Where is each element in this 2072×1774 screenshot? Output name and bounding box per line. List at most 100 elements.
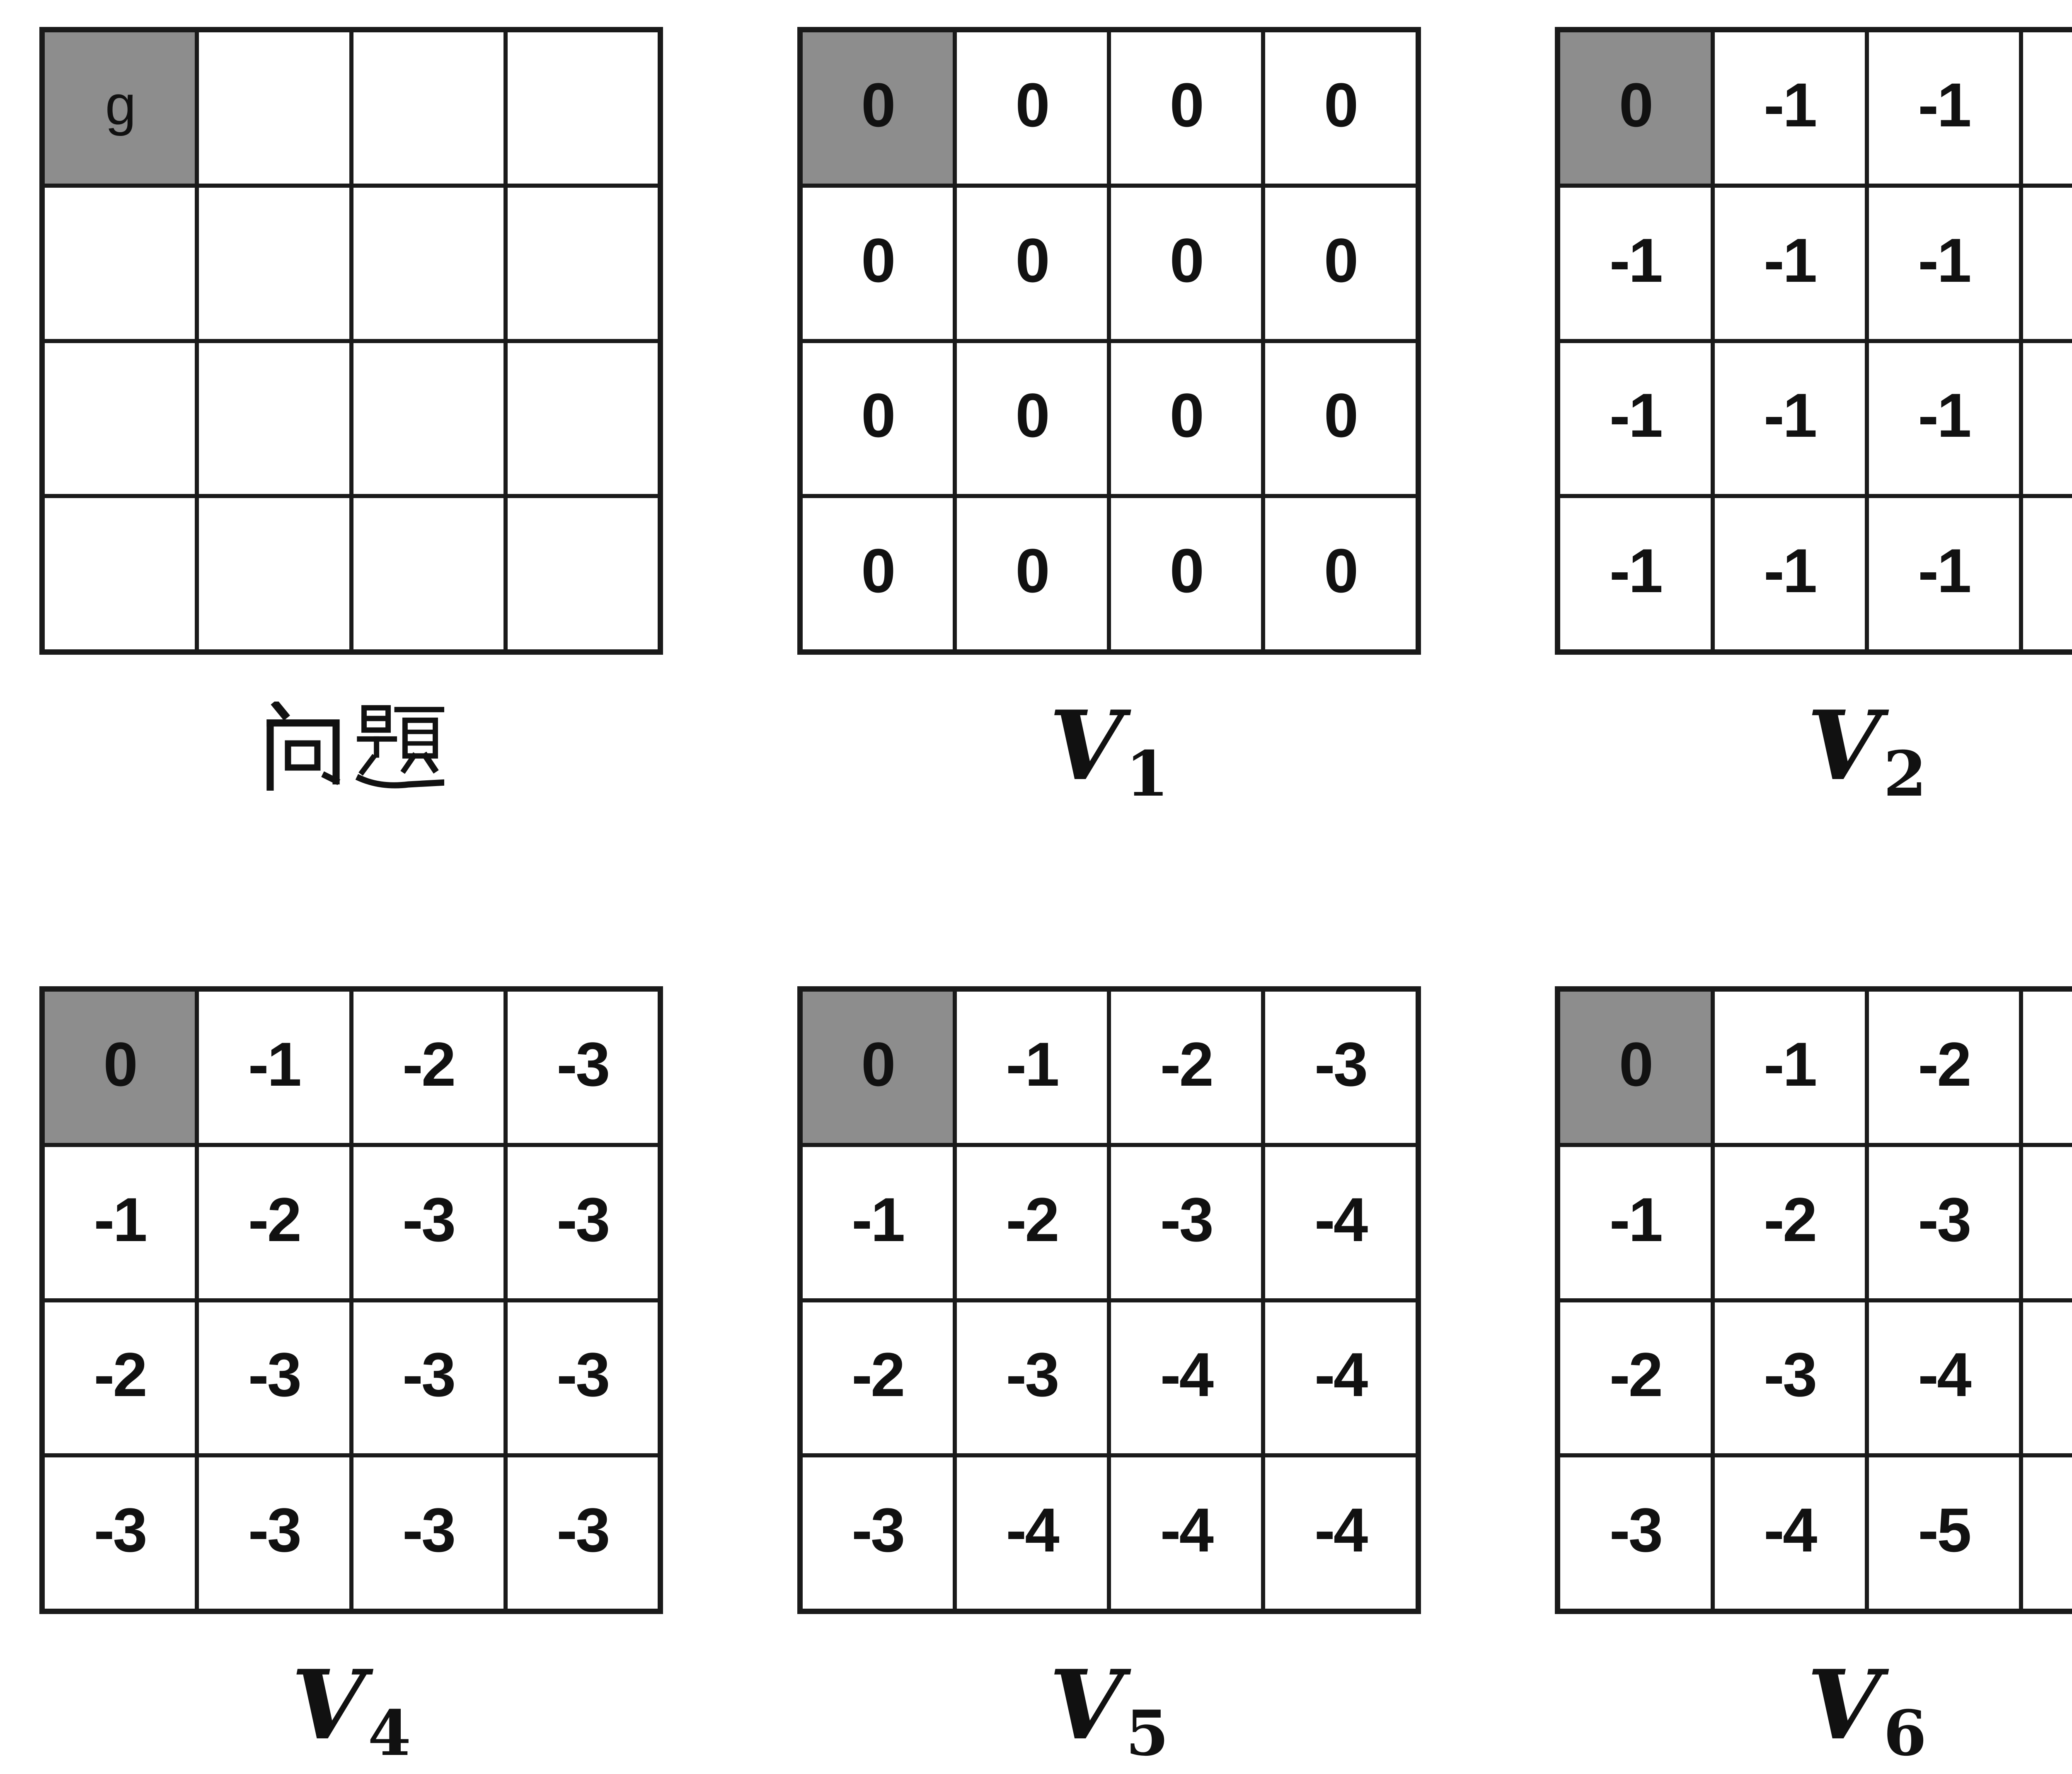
caption-problem-glyphs bbox=[259, 701, 444, 791]
grid-cell: -2 bbox=[1111, 992, 1261, 1143]
caption-v-base: V bbox=[1049, 1649, 1123, 1761]
grid-cell: -1 bbox=[45, 1147, 195, 1298]
grid-cell: -4 bbox=[1111, 1302, 1261, 1454]
caption-v-base: V bbox=[1049, 690, 1123, 802]
value-grid-v4: 0-1-2-3-1-2-3-3-2-3-3-3-3-3-3-3 bbox=[39, 986, 663, 1614]
goal-cell: 0 bbox=[45, 992, 195, 1143]
grid-cell bbox=[45, 498, 195, 649]
value-grid-v2: 0-1-1-1-1-1-1-1-1-1-1-1-1-1-1-1 bbox=[1555, 27, 2072, 655]
grid-cell: -3 bbox=[353, 1147, 503, 1298]
caption-v-base: V bbox=[1807, 1649, 1881, 1761]
grid-cell: -1 bbox=[1714, 187, 1865, 339]
grid-cell: -3 bbox=[507, 1302, 658, 1454]
grid-cell: -3 bbox=[1869, 1147, 2019, 1298]
goal-cell: g bbox=[45, 32, 195, 184]
grid-cell: -3 bbox=[507, 992, 658, 1143]
cjk-glyph-ti bbox=[355, 705, 444, 789]
grid-cell: -1 bbox=[1714, 498, 1865, 649]
grid-cell bbox=[199, 343, 349, 494]
grid-cell: -1 bbox=[1869, 187, 2019, 339]
caption-v-subscript: 1 bbox=[1126, 738, 1169, 811]
grid-cell: -2 bbox=[1560, 1302, 1711, 1454]
grid-cell: -3 bbox=[507, 1147, 658, 1298]
grid-cell: -3 bbox=[507, 1457, 658, 1609]
caption-v-subscript: 4 bbox=[368, 1697, 411, 1770]
grid-cell: -3 bbox=[956, 1302, 1107, 1454]
grid-cell bbox=[353, 343, 503, 494]
grid-cell: -1 bbox=[1560, 343, 1711, 494]
grid-cell: -3 bbox=[45, 1457, 195, 1609]
grid-cell: 0 bbox=[1111, 343, 1261, 494]
grid-cell bbox=[353, 498, 503, 649]
grid-cell: 0 bbox=[956, 32, 1107, 184]
grid-cell: -1 bbox=[956, 992, 1107, 1143]
grid-cell: -4 bbox=[956, 1457, 1107, 1609]
grid-cell: 0 bbox=[1265, 498, 1416, 649]
grid-cell: 0 bbox=[956, 187, 1107, 339]
grid-cell: -1 bbox=[1869, 32, 2019, 184]
grid-cell: -3 bbox=[353, 1457, 503, 1609]
grid-cell: -2 bbox=[956, 1147, 1107, 1298]
grid-cell: -3 bbox=[199, 1302, 349, 1454]
grid-cell bbox=[199, 498, 349, 649]
grid-figure-v6: 0-1-2-3-1-2-3-4-2-3-4-5-3-4-5-5 V6 bbox=[1555, 986, 2072, 1767]
grid-cell bbox=[507, 498, 658, 649]
grid-cell: -2 bbox=[199, 1147, 349, 1298]
grid-cell: 0 bbox=[1265, 187, 1416, 339]
grid-cell bbox=[45, 187, 195, 339]
goal-cell: 0 bbox=[1560, 992, 1711, 1143]
grid-cell bbox=[507, 32, 658, 184]
grid-cell bbox=[353, 187, 503, 339]
grid-cell: -4 bbox=[1869, 1302, 2019, 1454]
caption-v-base: V bbox=[291, 1649, 366, 1761]
grid-cell: -5 bbox=[2023, 1457, 2072, 1609]
grid-cell: -1 bbox=[1560, 1147, 1711, 1298]
grid-figure-problem: g bbox=[39, 27, 663, 808]
grid-cell: -4 bbox=[1265, 1457, 1416, 1609]
grid-cell: -1 bbox=[1714, 343, 1865, 494]
goal-cell: 0 bbox=[802, 32, 953, 184]
grid-cell: 0 bbox=[802, 498, 953, 649]
grid-cell: -3 bbox=[1111, 1147, 1261, 1298]
grid-cell: 0 bbox=[956, 343, 1107, 494]
grid-cell: -1 bbox=[802, 1147, 953, 1298]
grid-cell: 0 bbox=[1265, 32, 1416, 184]
grid-cell: -4 bbox=[1265, 1147, 1416, 1298]
grid-cell: -1 bbox=[1560, 498, 1711, 649]
grid-cell: -3 bbox=[199, 1457, 349, 1609]
grid-caption-problem: 问题 bbox=[259, 684, 444, 808]
grid-cell: -4 bbox=[1265, 1302, 1416, 1454]
grid-cell: -1 bbox=[1560, 187, 1711, 339]
grid-cell: -3 bbox=[1265, 992, 1416, 1143]
caption-v-subscript: 2 bbox=[1883, 738, 1927, 811]
grid-cell: -1 bbox=[199, 992, 349, 1143]
grid-cell: 0 bbox=[802, 187, 953, 339]
goal-cell: 0 bbox=[1560, 32, 1711, 184]
grid-cell: 0 bbox=[802, 343, 953, 494]
grid-cell: 0 bbox=[1111, 498, 1261, 649]
grid-cell: -3 bbox=[353, 1302, 503, 1454]
grid-cell bbox=[199, 187, 349, 339]
grid-cell: -2 bbox=[1869, 992, 2019, 1143]
grid-cell bbox=[507, 343, 658, 494]
grid-cell bbox=[353, 32, 503, 184]
caption-v-base: V bbox=[1807, 690, 1881, 802]
value-grid-v6: 0-1-2-3-1-2-3-4-2-3-4-5-3-4-5-5 bbox=[1555, 986, 2072, 1614]
grid-cell: -3 bbox=[1714, 1302, 1865, 1454]
grid-cell: -1 bbox=[2023, 498, 2072, 649]
grid-cell: -2 bbox=[45, 1302, 195, 1454]
caption-v-subscript: 5 bbox=[1126, 1697, 1169, 1770]
grid-figure-v2: 0-1-1-1-1-1-1-1-1-1-1-1-1-1-1-1 V2 bbox=[1555, 27, 2072, 808]
grid-cell: -1 bbox=[2023, 343, 2072, 494]
grid-cell: -4 bbox=[2023, 1147, 2072, 1298]
grid-cell: -2 bbox=[802, 1302, 953, 1454]
